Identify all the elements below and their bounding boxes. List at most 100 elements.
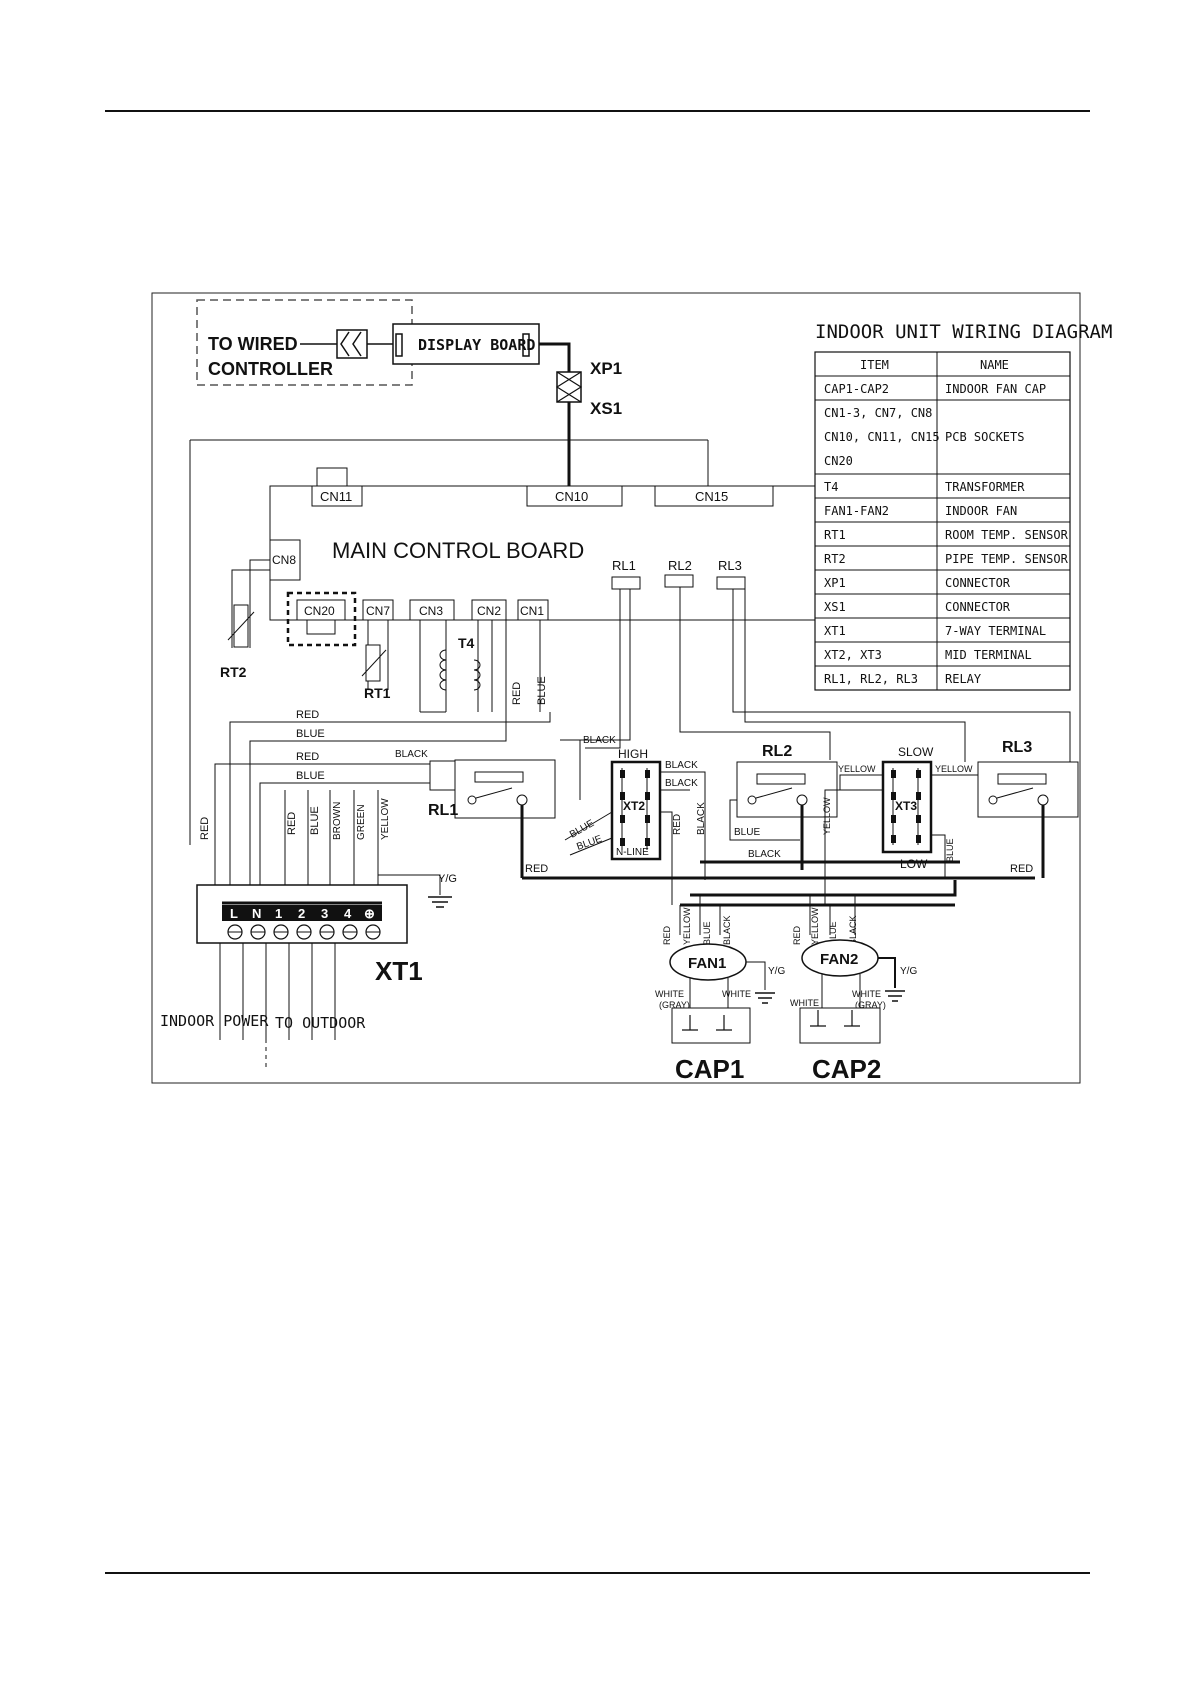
cn15-label: CN15 bbox=[695, 489, 728, 504]
fan1-white-left: WHITE bbox=[655, 989, 684, 999]
relay-rl1 bbox=[454, 759, 556, 819]
legend-name-4: ROOM TEMP. SENSOR bbox=[945, 528, 1069, 542]
xt1-terminal-ground: ⊕ bbox=[364, 906, 375, 921]
fan2-blue-label: BLUE bbox=[828, 921, 838, 945]
controller-dashed-box bbox=[196, 299, 413, 386]
xt2-label: XT2 bbox=[623, 799, 645, 813]
xs1-label: XS1 bbox=[590, 399, 622, 418]
n-line-label: N-LINE bbox=[616, 847, 649, 858]
xt1-terminal-n: N bbox=[252, 906, 261, 921]
xt2-red-vertical: RED bbox=[672, 814, 683, 835]
cn2-label: CN2 bbox=[477, 604, 501, 618]
xt1-label: XT1 bbox=[375, 956, 423, 986]
legend-item-0: CAP1-CAP2 bbox=[824, 382, 889, 396]
fan1-blue-label: BLUE bbox=[702, 921, 712, 945]
wired-controller-label-2: CONTROLLER bbox=[208, 359, 333, 379]
ground-icon bbox=[428, 896, 452, 908]
xt1-terminal-2: 2 bbox=[298, 906, 305, 921]
wire-red-mid bbox=[214, 763, 430, 885]
high-label: HIGH bbox=[618, 747, 648, 761]
connector-cn10 bbox=[526, 485, 623, 507]
legend-name-2: TRANSFORMER bbox=[945, 480, 1025, 494]
footer-rule bbox=[105, 1572, 1090, 1574]
legend-item-1b: CN10, CN11, CN15 bbox=[824, 430, 940, 444]
connector-cn8 bbox=[269, 539, 301, 581]
plug-connector-icon bbox=[336, 329, 368, 359]
cn7-label: CN7 bbox=[366, 604, 390, 618]
legend-item-5: RT2 bbox=[824, 552, 846, 566]
wired-controller-label-1: TO WIRED bbox=[208, 334, 298, 354]
wire-blue-top bbox=[249, 712, 507, 885]
legend-name-10: RELAY bbox=[945, 672, 982, 686]
rl2-socket bbox=[664, 574, 694, 588]
legend-name-5: PIPE TEMP. SENSOR bbox=[945, 552, 1069, 566]
connector-cn7 bbox=[362, 599, 394, 621]
fan1-red-label: RED bbox=[662, 925, 672, 945]
connector-cn1 bbox=[517, 599, 549, 621]
xt1-blue-label: BLUE bbox=[309, 806, 321, 835]
rl3-board-label: RL3 bbox=[718, 558, 742, 573]
rl3-socket bbox=[716, 576, 746, 590]
red-label-bottom: RED bbox=[525, 863, 548, 875]
legend-name-6: CONNECTOR bbox=[945, 576, 1011, 590]
xp1-label: XP1 bbox=[590, 359, 622, 378]
cn2-red-label: RED bbox=[511, 682, 523, 705]
cn1-label: CN1 bbox=[520, 604, 544, 618]
xt3-label: XT3 bbox=[895, 799, 917, 813]
cn3-label: CN3 bbox=[419, 604, 443, 618]
legend-item-2: T4 bbox=[824, 480, 838, 494]
rl2-board-label: RL2 bbox=[668, 558, 692, 573]
xt1-terminal-l: L bbox=[230, 906, 238, 921]
xt1-terminal-4: 4 bbox=[344, 906, 352, 921]
legend-item-7: XS1 bbox=[824, 600, 846, 614]
legend-name-3: INDOOR FAN bbox=[945, 504, 1017, 518]
xp1-xs1-connector-icon bbox=[555, 371, 583, 403]
legend-name-1: PCB SOCKETS bbox=[945, 430, 1024, 444]
t4-transformer-icon bbox=[419, 620, 493, 713]
fan2-ground-icon bbox=[885, 990, 905, 1002]
connector-cn3 bbox=[409, 599, 455, 621]
legend-header-item: ITEM bbox=[860, 358, 889, 372]
blue-label-2: BLUE bbox=[296, 770, 325, 782]
rt1-label: RT1 bbox=[364, 685, 391, 701]
red-label-right: RED bbox=[1010, 863, 1033, 875]
red-label-2: RED bbox=[296, 751, 319, 763]
fan2-white-right: WHITE bbox=[852, 989, 881, 999]
cn10-label: CN10 bbox=[555, 489, 588, 504]
wire-cn8-rt2 bbox=[231, 559, 270, 648]
connector-cn15 bbox=[654, 485, 774, 507]
header-rule bbox=[105, 110, 1090, 112]
legend-table bbox=[814, 351, 1071, 691]
wire-blue-mid bbox=[259, 782, 430, 885]
xt3-yellow-vertical: YELLOW bbox=[822, 797, 832, 835]
xt1-terminal-1: 1 bbox=[275, 906, 282, 921]
xt1-brown-label: BROWN bbox=[332, 802, 343, 840]
diagram-frame bbox=[151, 292, 1081, 1084]
connector-cn2 bbox=[471, 599, 507, 621]
main-board-label: MAIN CONTROL BOARD bbox=[332, 538, 584, 563]
xt2-black-1: BLACK bbox=[665, 760, 698, 771]
legend-name-7: CONNECTOR bbox=[945, 600, 1011, 614]
rl1-label: RL1 bbox=[428, 802, 458, 819]
rl1-socket bbox=[611, 576, 641, 590]
rl3-label: RL3 bbox=[1002, 739, 1032, 756]
cn8-label: CN8 bbox=[272, 553, 296, 567]
black-label-mid: BLACK bbox=[748, 849, 781, 860]
rl2-blue-label: BLUE bbox=[734, 827, 760, 838]
indoor-power-label: INDOOR POWER bbox=[160, 1012, 269, 1030]
rt2-label: RT2 bbox=[220, 664, 247, 680]
low-label: LOW bbox=[900, 857, 928, 871]
fan2-yellow-label: YELLOW bbox=[810, 907, 820, 945]
fan1-yg-label: Y/G bbox=[768, 966, 785, 977]
t4-label: T4 bbox=[458, 635, 475, 651]
wire-red-top bbox=[229, 712, 551, 885]
legend-name-0: INDOOR FAN CAP bbox=[945, 382, 1046, 396]
cn20-dashed-box bbox=[286, 591, 357, 647]
fan1-yellow-label: YELLOW bbox=[682, 907, 692, 945]
xt3-blue-vertical: BLUE bbox=[945, 838, 955, 862]
legend-item-1c: CN20 bbox=[824, 454, 853, 468]
legend-item-8: XT1 bbox=[824, 624, 846, 638]
rt1-thermistor-icon bbox=[361, 644, 387, 682]
rl1-black-label-top: BLACK bbox=[583, 735, 616, 746]
